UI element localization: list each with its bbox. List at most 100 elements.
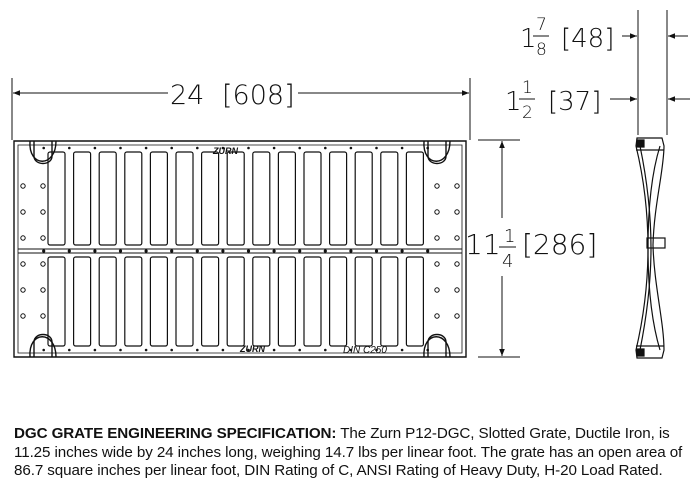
rivet-dot [434,209,440,215]
edge-dot [144,348,148,352]
grate-slot [72,256,92,347]
rivet-dot [454,287,460,293]
edge-dot [298,348,302,352]
grate-slot [175,151,194,246]
width-fraction-numerator: 1 [504,226,515,247]
grate-slot [124,256,143,347]
grate-slot [329,151,348,246]
grate-slot [405,151,424,246]
grate-slot [277,256,296,347]
edge-dot [221,146,225,150]
depth-body-whole: 1 [505,87,522,117]
center-bar-dot [93,249,97,253]
edge-dot [272,348,276,352]
grate-slot [405,256,424,347]
rivet-dot [434,183,440,189]
edge-dot [426,348,430,352]
bottom-brand-mark: ZURN [239,344,265,354]
center-bar-dot [195,249,199,253]
edge-dot [93,146,97,150]
spec-heading: DGC GRATE ENGINEERING SPECIFICATION: [14,425,337,442]
grate-slot [277,151,296,246]
center-bar-dot [349,249,353,253]
depth-body-denominator: 2 [522,103,533,123]
depth-dimensions: 1 7 8 [48] 1 1 2 [37] [505,10,690,135]
grate-slot [354,151,373,246]
depth-body-numerator: 1 [522,78,533,98]
length-inches: 24 [170,80,204,111]
rivet-dot [454,209,460,215]
grate-slots [47,151,424,347]
rivet-dot [434,235,440,241]
rivet-dot [40,261,46,267]
grate-slot [47,151,66,246]
grate-slot [329,256,348,347]
rivet-dot [20,183,26,189]
grate-slot [354,256,373,347]
rivet-dot [40,183,46,189]
depth-total-numerator: 7 [536,15,547,35]
edge-dot [196,348,199,352]
center-bar-dot [42,249,46,253]
rivet-dot [20,235,26,241]
rivet-dot [454,261,460,267]
edge-dot [170,348,173,352]
edge-dot [400,348,404,352]
center-bar-dot [221,249,225,253]
edge-dot [426,146,430,150]
grate-slot [175,256,194,347]
grate-slot [149,151,168,246]
rivet-dot [20,287,26,293]
rivet-dot [454,313,460,319]
rivet-dot [40,235,46,241]
center-bar-dot [170,249,174,253]
depth-total-denominator: 8 [536,40,547,60]
grate-slot [72,151,92,246]
length-dimension: 24 [608] [11,78,471,140]
edge-dot [400,146,404,150]
rivet-dot [434,261,440,267]
edge-dot [298,146,302,150]
edge-dot [170,146,173,150]
edge-dot [247,146,250,150]
center-bar-dot [426,249,430,253]
edge-dot [42,146,45,150]
edge-dot [68,348,71,352]
rivet-dot [434,313,440,319]
center-bar-dot [67,249,71,253]
rivet-dot [40,287,46,293]
grate-rivets [20,146,460,352]
rivet-dot [40,313,46,319]
width-mm: [286] [522,228,597,261]
edge-dot [42,348,45,352]
grate-slot [98,151,117,246]
center-bar-dot [144,249,148,253]
grate-slot [201,256,220,347]
grate-slot [252,151,271,246]
specification-text: DGC GRATE ENGINEERING SPECIFICATION: The… [14,425,690,481]
edge-dot [375,146,378,150]
depth-total-mm: [48] [561,24,614,54]
center-bar-dot [374,249,379,253]
width-fraction-denominator: 4 [502,251,513,272]
edge-dot [119,348,122,352]
edge-dot [68,146,71,150]
center-bar-dot [246,249,251,253]
edge-dot [119,146,122,150]
edge-dot [272,146,276,150]
grate-slot [303,151,322,246]
grate-slot [124,151,143,246]
center-bar-dot [298,249,302,253]
grate-drawing: 24 [608] 11 1 4 [286] 1 7 8 [48] 1 1 2 [… [11,10,690,359]
center-bar-dot [118,249,123,253]
depth-body-mm: [37] [548,87,601,117]
top-brand-mark: ZURN [212,146,238,156]
edge-dot [196,146,199,150]
edge-dot [349,348,353,352]
rivet-dot [20,261,26,267]
grate-slot [380,256,399,347]
width-dimension: 11 1 4 [286] [465,139,597,358]
grate-slot [226,256,245,347]
edge-dot [324,146,327,150]
side-profile [635,137,666,359]
